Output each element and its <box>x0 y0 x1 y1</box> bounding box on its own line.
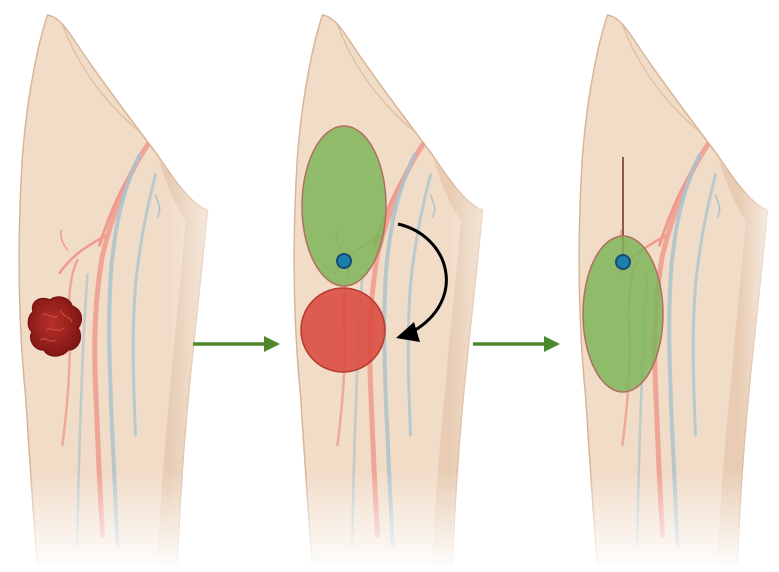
curved-arrow-icon <box>397 222 448 334</box>
wound-lesion <box>27 296 83 357</box>
right-arrow-icon <box>473 336 560 352</box>
perforator-dot <box>615 254 631 270</box>
panel-3-thigh <box>555 0 779 572</box>
panel-2-thigh <box>270 0 510 572</box>
defect-area <box>300 287 386 373</box>
flap-inset <box>582 235 664 393</box>
right-arrow-icon <box>193 336 280 352</box>
perforator-dot <box>336 253 352 269</box>
flap-design <box>301 125 387 287</box>
panel-1-thigh <box>0 0 230 572</box>
